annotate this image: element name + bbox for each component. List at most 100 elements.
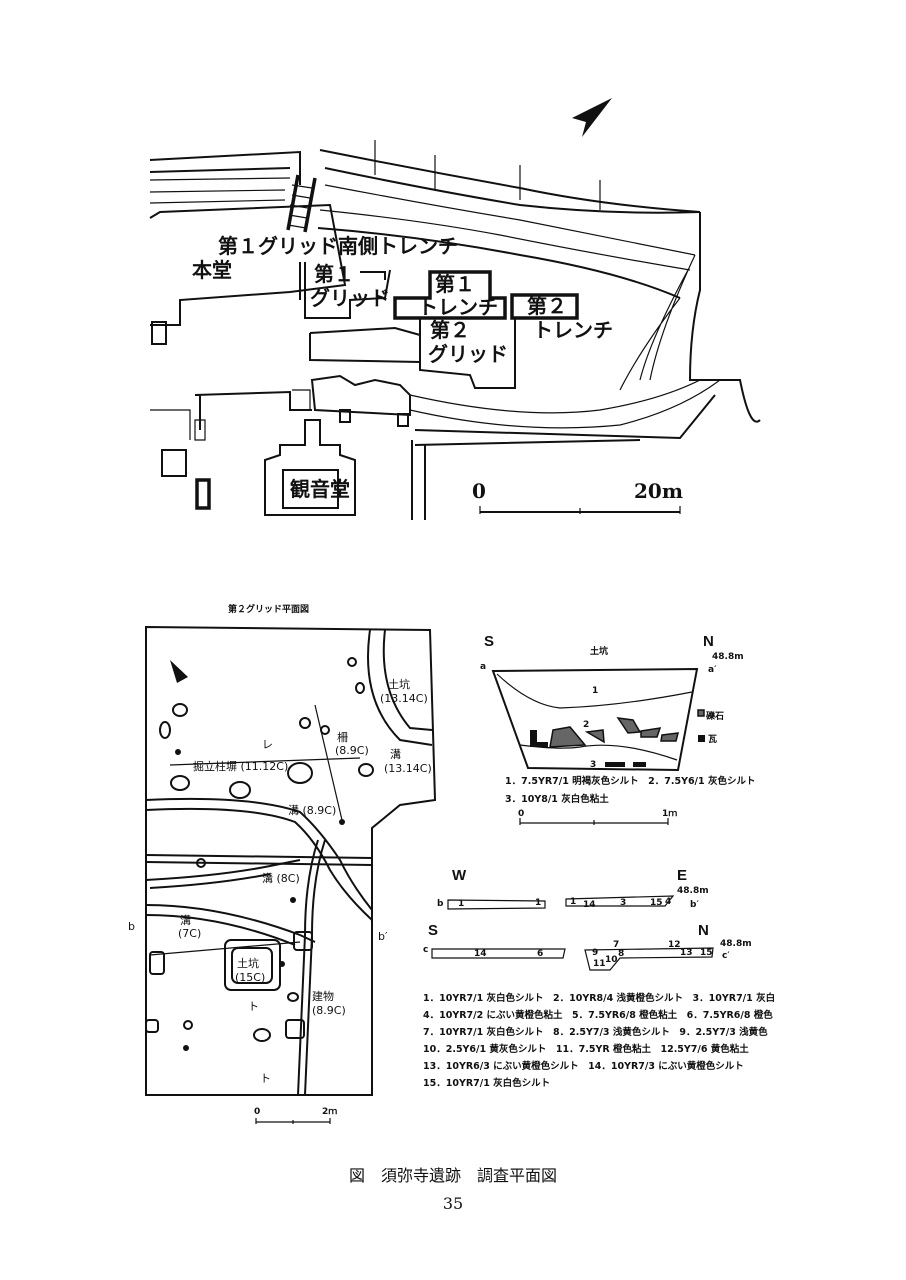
label-building: 建物 xyxy=(312,989,334,1003)
label-trench2-1: 第２ xyxy=(527,294,567,318)
label-b-prime: b′ xyxy=(690,900,699,910)
layer-label: 2 xyxy=(583,720,589,730)
label-fence-date: (8.9C) xyxy=(335,744,369,757)
label-elevation: 48.8m xyxy=(712,652,744,662)
legend-line: 15．10YR7/1 灰白色シルト xyxy=(423,1078,551,1089)
map-label: 6 xyxy=(537,949,543,959)
label-west: W xyxy=(452,867,467,884)
label-a: a xyxy=(480,662,486,672)
drawing-stroke xyxy=(149,150,301,185)
drawing-stroke xyxy=(196,858,206,868)
legend-tile: 瓦 xyxy=(708,734,717,745)
drawing-stroke xyxy=(170,775,190,791)
map-label: 15 xyxy=(700,948,713,958)
map-label: 2ｍ xyxy=(322,1107,337,1117)
page-number: 35 xyxy=(442,1194,464,1213)
drawing-stroke xyxy=(290,897,296,903)
label-grid2-2: グリッド xyxy=(428,342,508,366)
legend-line: 10．2.5Y6/1 黄灰色シルト 11．7.5YR 橙色粘土 12.5Y7/6… xyxy=(423,1044,749,1055)
drawing-stroke xyxy=(159,721,171,739)
legend-line: 1．10YR7/1 灰白色シルト 2．10YR8/4 浅黄橙色シルト 3．10Y… xyxy=(423,993,776,1004)
drawing-stroke xyxy=(287,992,299,1002)
pit-section: S N 土坑 a a′ 48.8m 1 2 3 礫石 瓦 0 1ｍ xyxy=(480,633,744,825)
drawing-stroke xyxy=(145,797,373,921)
drawing-stroke xyxy=(194,389,311,441)
drawing-stroke xyxy=(355,682,365,694)
map-label: 13 xyxy=(680,948,693,958)
grid2-plan: 第２グリッド平面図 土坑 (13.14C) 柵 xyxy=(128,603,437,1124)
label-b: b xyxy=(437,899,444,909)
legend-line: 1．7.5YR7/1 明褐灰色シルト 2．7.5Y6/1 灰色シルト xyxy=(505,776,756,787)
label-ditch-1314-date: (13.14C) xyxy=(384,762,432,775)
drawing-stroke xyxy=(510,293,579,320)
drawing-stroke xyxy=(150,409,191,440)
trench-sections: W E S N 48.8m 48.8m b b′ c c′ 1 1 1 14 3… xyxy=(423,867,752,971)
drawing-stroke xyxy=(161,449,187,477)
drawing-stroke xyxy=(299,717,311,729)
drawing-stroke xyxy=(285,1019,305,1039)
label-ditch-8: 溝 (8C) xyxy=(262,872,300,885)
drawing-stroke xyxy=(447,895,675,910)
drawing-stroke xyxy=(616,717,642,734)
label-grid1-2: グリッド xyxy=(310,286,390,310)
north-arrow-icon xyxy=(170,660,188,683)
grid2-plan-title: 第２グリッド平面図 xyxy=(228,603,309,615)
drawing-stroke xyxy=(175,749,345,1051)
drawing-stroke xyxy=(479,506,681,514)
map-label: 11 xyxy=(593,959,606,969)
label-section-b: b xyxy=(128,920,135,933)
layer-label: 3 xyxy=(590,760,596,770)
drawing-stroke xyxy=(549,709,705,748)
drawing-stroke xyxy=(605,762,625,767)
drawing-stroke xyxy=(374,140,601,210)
drawing-stroke xyxy=(255,1118,331,1124)
drawing-stroke xyxy=(145,859,301,889)
site-map: 本堂 第１グリッド南側トレンチ 第１ グリッド 第１ トレンチ 第２ トレンチ … xyxy=(149,98,761,520)
map-label: 7 xyxy=(613,940,619,950)
pit-section-title: 土坑 xyxy=(590,645,608,657)
label-building-date: (8.9C) xyxy=(312,1004,346,1017)
drawing-stroke xyxy=(698,735,705,742)
drawing-stroke xyxy=(145,904,316,946)
drawing-stroke xyxy=(304,262,391,319)
drawing-stroke xyxy=(530,730,705,767)
figure-caption: 図 須弥寺遺跡 調査平面図 xyxy=(348,1166,557,1185)
drawing-stroke xyxy=(347,657,357,667)
drawing-stroke xyxy=(339,819,345,825)
drawing-stroke xyxy=(287,762,313,784)
legend-line: 7．10YR7/1 灰白色シルト 8．2.5Y7/3 浅黄色シルト 9．2.5Y… xyxy=(423,1027,768,1038)
map-label: 14 xyxy=(474,949,487,959)
drawing-stroke xyxy=(496,673,693,761)
map-label: 0 xyxy=(518,809,524,819)
legend-line: 3．10Y8/1 灰白色粘土 xyxy=(505,794,609,805)
drawing-stroke xyxy=(264,419,356,516)
drawing-stroke xyxy=(159,657,374,1042)
map-label: 10 xyxy=(605,955,618,965)
map-label: 3 xyxy=(620,898,626,908)
drawing-stroke xyxy=(688,212,761,423)
map-label: 1 xyxy=(535,898,541,908)
label-c: c xyxy=(423,945,428,955)
label-kannondo: 観音堂 xyxy=(290,477,350,501)
elevation-b: 48.8m xyxy=(677,886,709,896)
drawing-stroke xyxy=(431,947,714,971)
map-label: 0 xyxy=(472,479,486,503)
label-honden: 本堂 xyxy=(192,258,232,282)
drawing-stroke xyxy=(151,321,167,345)
label-east: E xyxy=(677,867,687,884)
drawing-stroke xyxy=(149,177,291,204)
legend-line: 13．10YR6/3 にぶい黄橙色シルト 14．10YR7/3 にぶい黄橙色シル… xyxy=(423,1061,744,1072)
map-label: 15 xyxy=(650,898,663,908)
scale-bar-20m: 0 20m xyxy=(472,479,683,514)
marker-a: レ xyxy=(262,738,273,751)
pit-section-legend: 1．7.5YR7/1 明褐灰色シルト 2．7.5Y6/1 灰色シルト 3．10Y8… xyxy=(505,773,755,809)
elevation-c: 48.8m xyxy=(720,939,752,949)
label-grid2-1: 第２ xyxy=(430,318,470,342)
label-grid1-1: 第１ xyxy=(314,262,354,286)
drawing-stroke xyxy=(286,174,317,233)
legend-stone: 礫石 xyxy=(706,710,724,722)
drawing-stroke xyxy=(229,781,251,799)
label-pit-15: 土坑 xyxy=(237,956,259,970)
drawing-stroke xyxy=(195,478,211,510)
label-north: N xyxy=(698,922,709,939)
